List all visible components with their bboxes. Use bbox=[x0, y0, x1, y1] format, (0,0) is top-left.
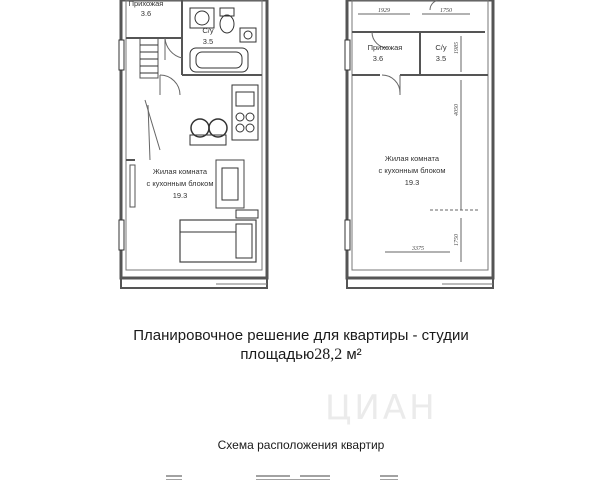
dim-top-left: 1929 bbox=[378, 8, 390, 14]
balcony bbox=[120, 278, 268, 289]
caption-title: Планировочное решение для квартиры - сту… bbox=[133, 327, 469, 344]
window bbox=[344, 39, 351, 71]
dim-bath-height: 1985 bbox=[454, 42, 460, 54]
scheme-title: Схема расположения квартир bbox=[217, 438, 385, 452]
hallway-label: Прихожая bbox=[129, 0, 164, 8]
sofa bbox=[215, 159, 245, 209]
bathtub bbox=[189, 47, 249, 73]
bathroom-area: 3.5 bbox=[203, 37, 213, 46]
plan-dimensioned bbox=[344, 0, 495, 289]
chair bbox=[208, 118, 228, 138]
outer-wall bbox=[345, 0, 495, 280]
dim-balcony: 1750 bbox=[454, 234, 460, 246]
living-label-line2: с кухонным блоком bbox=[379, 166, 446, 175]
bathroom-label: С/у bbox=[435, 43, 447, 52]
window bbox=[118, 219, 125, 251]
kitchen-counter bbox=[231, 84, 259, 141]
window bbox=[118, 39, 125, 71]
bathroom-area: 3.5 bbox=[436, 54, 446, 63]
washing-machine bbox=[189, 7, 215, 29]
caption-area: площадью28,2 м² bbox=[0, 346, 602, 364]
living-label-line1: Жилая комната bbox=[153, 167, 208, 176]
caption-area-prefix: площадью bbox=[240, 346, 315, 363]
dim-top-right: 1750 bbox=[440, 8, 452, 14]
plan-furnished bbox=[118, 0, 269, 289]
bathroom-label: С/у bbox=[202, 26, 214, 35]
caption-area-value: 28,2 bbox=[314, 346, 343, 363]
balcony bbox=[346, 278, 494, 289]
toilet bbox=[219, 7, 235, 17]
dim-room-height: 4050 bbox=[453, 104, 460, 116]
outer-wall bbox=[119, 0, 269, 280]
living-area: 19.3 bbox=[405, 178, 420, 187]
window bbox=[344, 219, 351, 251]
caption-area-unit: м² bbox=[342, 346, 362, 363]
hallway-area: 3.6 bbox=[141, 9, 151, 18]
bed bbox=[179, 219, 257, 263]
watermark: ЦИАН bbox=[325, 388, 438, 428]
table bbox=[189, 134, 227, 146]
dim-bottom-width: 3375 bbox=[411, 246, 424, 252]
living-area: 19.3 bbox=[173, 191, 188, 200]
inner-wall bbox=[125, 0, 263, 271]
living-label-line2: с кухонным блоком bbox=[147, 179, 214, 188]
sink bbox=[239, 27, 257, 43]
living-label-line1: Жилая комната bbox=[385, 154, 440, 163]
hallway-label: Прихожая bbox=[368, 43, 403, 52]
hallway-area: 3.6 bbox=[373, 54, 383, 63]
chair bbox=[190, 118, 210, 138]
scheme-preview bbox=[166, 475, 398, 480]
